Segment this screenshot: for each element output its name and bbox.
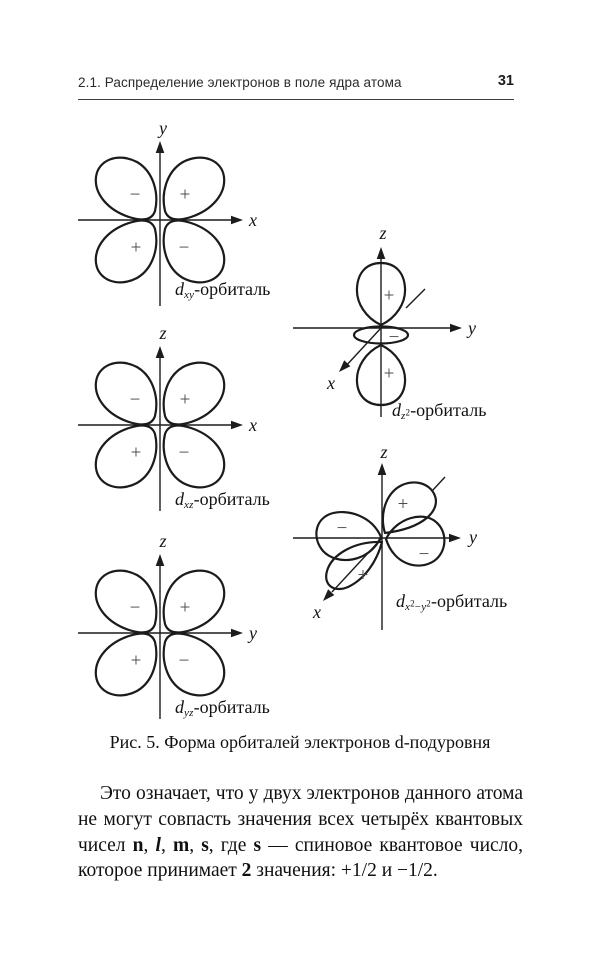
x-axis-upper-segment bbox=[405, 288, 426, 309]
sign-bottom-left: + bbox=[131, 238, 142, 259]
lobe-top-right bbox=[162, 361, 226, 426]
body-paragraph: Это означает, что у двух электронов данн… bbox=[78, 783, 524, 882]
x-axis-label: x bbox=[326, 373, 335, 393]
lobe-top-left bbox=[94, 361, 158, 426]
z-axis-label: z bbox=[379, 442, 387, 462]
header-rule bbox=[78, 99, 514, 100]
sign-top-left: − bbox=[130, 185, 141, 206]
lobe-bottom bbox=[355, 343, 407, 407]
y-axis-arrow bbox=[450, 323, 462, 333]
h-axis-label: x bbox=[248, 415, 257, 435]
running-head: 2.1. Распределение электронов в поле ядр… bbox=[78, 70, 514, 94]
sign-top-right: + bbox=[180, 598, 191, 619]
sign-left: − bbox=[337, 518, 348, 539]
lobe-right bbox=[384, 515, 446, 567]
lobe-top-left bbox=[94, 156, 158, 221]
v-axis-label: z bbox=[158, 325, 166, 343]
v-axis-label: z bbox=[158, 533, 166, 551]
orbital-diagram-dx2y2: z y x + − − + bbox=[293, 442, 477, 630]
lobe-left bbox=[315, 510, 383, 562]
sign-lower: + bbox=[358, 565, 369, 586]
lobe-bottom-right bbox=[162, 424, 226, 489]
x-axis-arrow bbox=[339, 360, 351, 372]
v-axis-arrow bbox=[155, 346, 165, 358]
x-axis-lower-segment bbox=[343, 327, 382, 369]
h-axis-label: x bbox=[248, 210, 257, 230]
lobe-bottom-left bbox=[94, 424, 158, 489]
orbital-label-dxz: dxz-орбиталь bbox=[175, 489, 270, 511]
x-axis-label: x bbox=[312, 602, 321, 622]
lobe-bottom-left bbox=[94, 632, 158, 697]
lobe-bottom-right bbox=[162, 219, 226, 284]
orbital-diagram-dxz: z x − + + − bbox=[78, 325, 257, 511]
lobe-bottom-left bbox=[94, 219, 158, 284]
page-number: 31 bbox=[497, 73, 514, 89]
sign-bottom: + bbox=[384, 364, 395, 385]
section-header: 2.1. Распределение электронов в поле ядр… bbox=[78, 75, 402, 90]
sign-top-left: − bbox=[130, 598, 141, 619]
v-axis-arrow bbox=[155, 141, 165, 153]
x-axis-arrow bbox=[323, 589, 335, 601]
lobe-bottom-right bbox=[162, 632, 226, 697]
lobe-upper-right bbox=[381, 481, 438, 535]
sign-top-right: + bbox=[180, 390, 191, 411]
sign-ring: − bbox=[389, 327, 400, 348]
figure-caption: Рис. 5. Форма орбиталей электронов d-под… bbox=[109, 732, 491, 752]
sign-top-left: − bbox=[130, 390, 141, 411]
orbital-diagram-dyz: z y − + + − bbox=[78, 533, 257, 719]
x-axis-upper-segment bbox=[431, 476, 446, 492]
z-axis-arrow bbox=[377, 463, 387, 475]
sign-top-right: + bbox=[180, 185, 191, 206]
sign-bottom-right: − bbox=[179, 443, 190, 464]
lobe-top bbox=[355, 261, 407, 327]
sign-bottom-left: + bbox=[131, 443, 142, 464]
sign-bottom-left: + bbox=[131, 651, 142, 672]
orbital-label-dx2y2: dx2−y2-орбиталь bbox=[396, 591, 508, 613]
h-axis-arrow bbox=[231, 215, 243, 225]
orbital-diagram-dxy: y x − + + − bbox=[78, 120, 257, 306]
sign-bottom-right: − bbox=[179, 651, 190, 672]
lobe-top-right bbox=[162, 569, 226, 634]
orbital-label-dz2: dz2-орбиталь bbox=[392, 400, 487, 422]
y-axis-label: y bbox=[467, 527, 477, 547]
orbital-label-dyz: dyz-орбиталь bbox=[175, 697, 270, 719]
h-axis-label: y bbox=[247, 623, 257, 643]
sign-bottom-right: − bbox=[179, 238, 190, 259]
z-axis-label: z bbox=[378, 224, 386, 243]
lobe-top-left bbox=[94, 569, 158, 634]
y-axis-arrow bbox=[449, 533, 461, 543]
y-axis-label: y bbox=[466, 318, 476, 338]
orbital-label-dxy: dxy-орбиталь bbox=[175, 279, 271, 301]
h-axis-arrow bbox=[231, 420, 243, 430]
z-axis-arrow bbox=[376, 247, 386, 259]
sign-right: − bbox=[419, 544, 430, 565]
orbital-diagram-dz2: z y x + − + bbox=[293, 224, 476, 417]
v-axis-arrow bbox=[155, 554, 165, 566]
sign-top: + bbox=[384, 286, 395, 307]
sign-upper: + bbox=[398, 494, 409, 515]
torus-ring bbox=[352, 325, 410, 345]
v-axis-label: y bbox=[157, 120, 167, 138]
lobe-lower-left bbox=[325, 540, 384, 591]
h-axis-arrow bbox=[231, 628, 243, 638]
lobe-top-right bbox=[162, 156, 226, 221]
